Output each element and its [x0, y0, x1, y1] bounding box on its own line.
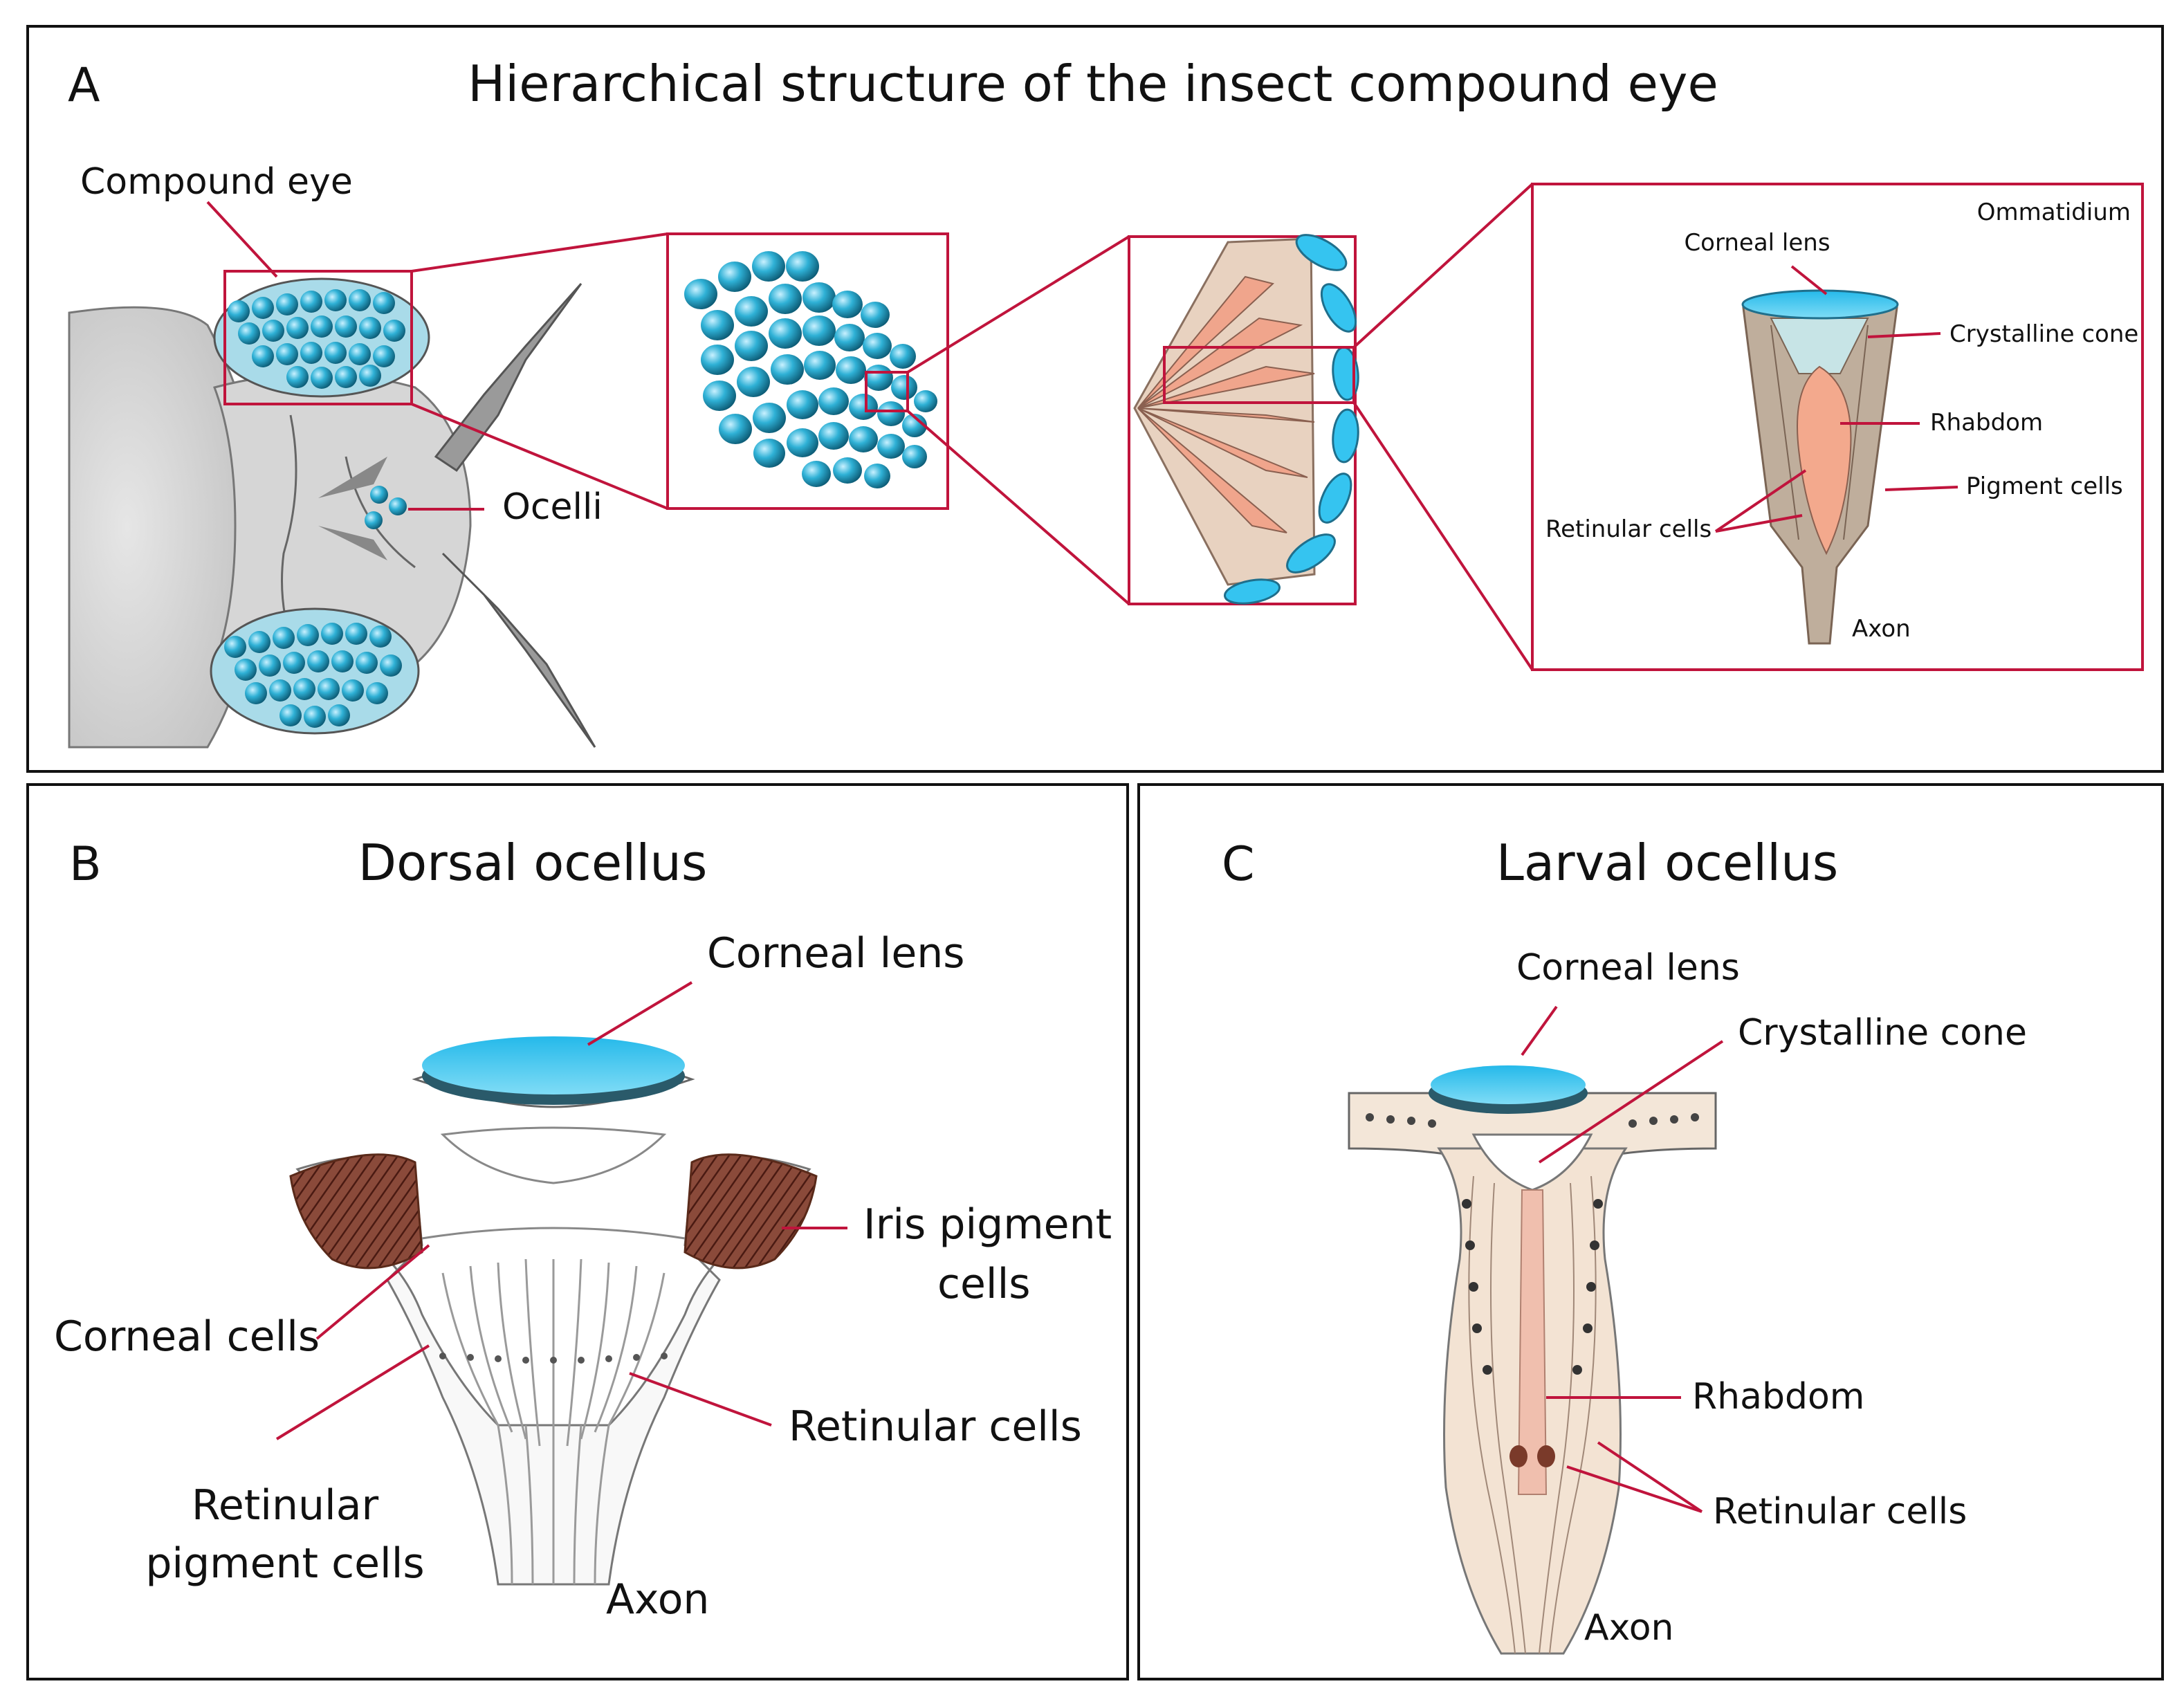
label-iris-pigment-line1: Iris pigment — [863, 1200, 1112, 1249]
zoom-box-single-ommatidium — [1163, 346, 1355, 404]
panel-b-frame — [26, 783, 1129, 1680]
ocelli-dots — [365, 486, 407, 529]
label-corneal-cells-b: Corneal cells — [54, 1312, 320, 1361]
zoom-box-ommatidium — [1531, 183, 2144, 671]
antenna-upper — [434, 283, 582, 473]
ommatidia-fan — [1133, 234, 1359, 605]
label-retinular-pigment-line1: Retinular — [192, 1481, 379, 1530]
label-axon-a: Axon — [1852, 615, 1911, 643]
panel-a-frame — [26, 25, 2164, 773]
label-retinular-pigment-line2: pigment cells — [145, 1539, 424, 1588]
label-retinular-cells-b: Retinular cells — [789, 1402, 1082, 1451]
zoom-box-eye — [223, 270, 413, 405]
label-corneal-lens-b: Corneal lens — [707, 929, 965, 978]
ommatidium-drawing — [1741, 289, 1899, 645]
panel-b-title: Dorsal ocellus — [358, 834, 708, 892]
iris-pigment-right — [683, 1153, 818, 1270]
larval-ocellus-drawing — [1348, 1065, 1717, 1655]
label-rhabdom-a: Rhabdom — [1930, 409, 2043, 437]
label-corneal-lens-a: Corneal lens — [1684, 229, 1830, 257]
rhabdom-c — [1517, 1189, 1548, 1495]
compound-eye-lower — [210, 607, 420, 735]
leader-compound-eye — [206, 201, 278, 278]
label-crystalline-cone-c: Crystalline cone — [1738, 1012, 2027, 1054]
rhabdom-pigment-right — [1537, 1445, 1555, 1467]
label-ocelli: Ocelli — [502, 486, 603, 528]
antenna-lower — [441, 552, 596, 748]
panel-c-title: Larval ocellus — [1496, 834, 1839, 892]
label-axon-c: Axon — [1584, 1607, 1674, 1649]
label-corneal-lens-c: Corneal lens — [1516, 947, 1740, 989]
facet-cluster — [684, 251, 937, 488]
rhabdom-shape — [1797, 365, 1852, 556]
compound-eye-upper — [213, 277, 430, 398]
label-retinular-cells-c: Retinular cells — [1713, 1491, 1967, 1532]
label-crystalline-cone-a: Crystalline cone — [1949, 320, 2138, 348]
label-ommatidium: Ommatidium — [1977, 199, 2131, 226]
label-pigment-cells-a: Pigment cells — [1966, 473, 2123, 500]
panel-c-frame — [1137, 783, 2164, 1680]
label-iris-pigment-line2: cells — [937, 1260, 1031, 1308]
panel-b-letter: B — [69, 837, 102, 892]
panel-a-letter: A — [68, 58, 100, 113]
rhabdom-pigment-left — [1509, 1445, 1527, 1467]
dorsal-ocellus-drawing — [289, 1036, 818, 1586]
label-axon-b: Axon — [606, 1575, 709, 1624]
zoom-box-facets — [666, 232, 949, 510]
iris-pigment-left — [289, 1153, 423, 1270]
corneal-lens-shape — [1741, 289, 1899, 320]
label-rhabdom-c: Rhabdom — [1692, 1376, 1864, 1418]
label-compound-eye: Compound eye — [80, 161, 353, 203]
label-retinular-cells-a: Retinular cells — [1545, 515, 1712, 543]
panel-c-letter: C — [1222, 837, 1254, 892]
insect-head-illustration — [68, 277, 596, 749]
panel-a-title: Hierarchical structure of the insect com… — [468, 55, 1718, 113]
zoom-box-small — [865, 371, 909, 412]
